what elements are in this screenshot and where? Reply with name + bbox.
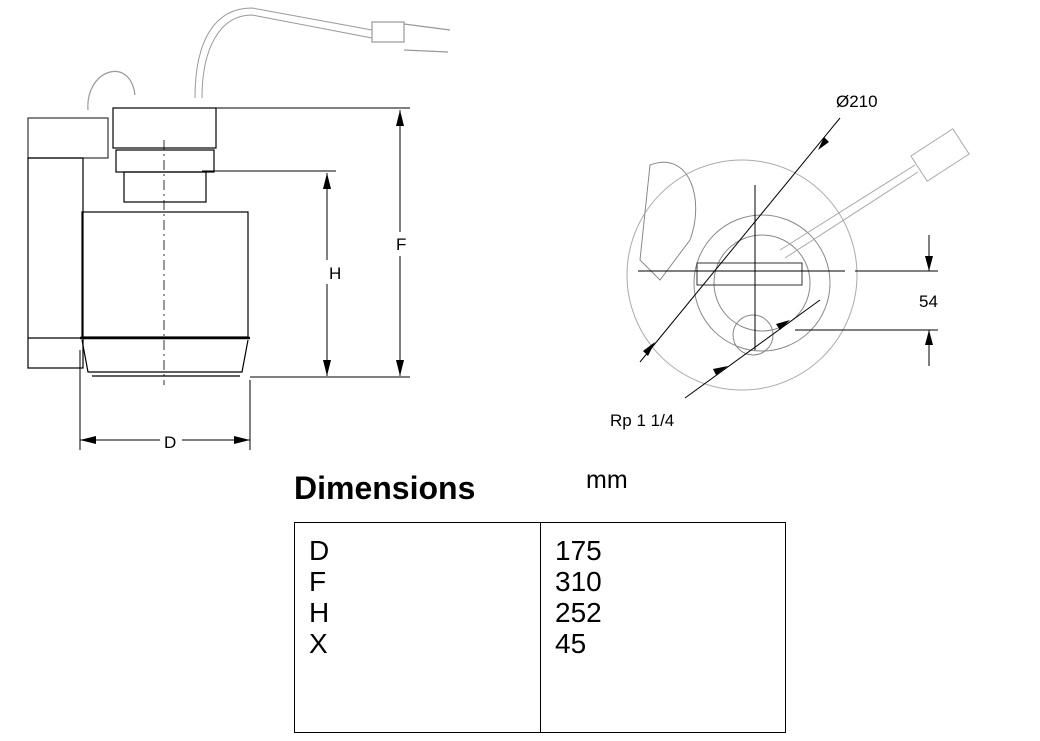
label-offset: 54: [919, 292, 938, 311]
dimension-value: 45: [555, 628, 587, 659]
label-diameter: Ø210: [836, 92, 878, 111]
dimension-value: 252: [555, 597, 602, 628]
dimension-value: 175: [555, 535, 602, 566]
dimension-name: H: [309, 597, 330, 628]
dimension-names-column: D F H X: [295, 523, 541, 732]
dimension-values-column: 175 310 252 45: [541, 523, 602, 732]
dimensions-table: D F H X 175 310 252 45: [294, 522, 786, 733]
dimension-name: F: [309, 566, 327, 597]
dimensions-unit: mm: [586, 466, 628, 494]
side-dimension-lines: [79, 107, 410, 450]
label-h: H: [329, 264, 341, 283]
label-d: D: [164, 433, 176, 452]
label-f: F: [396, 235, 406, 254]
dimension-name: X: [309, 628, 328, 659]
dimension-value: 310: [555, 566, 602, 597]
top-view: [626, 117, 970, 399]
label-outlet: Rp 1 1/4: [610, 411, 674, 430]
dimensions-title: Dimensions: [294, 470, 476, 506]
dimension-name: D: [309, 535, 330, 566]
side-view: [27, 7, 451, 385]
